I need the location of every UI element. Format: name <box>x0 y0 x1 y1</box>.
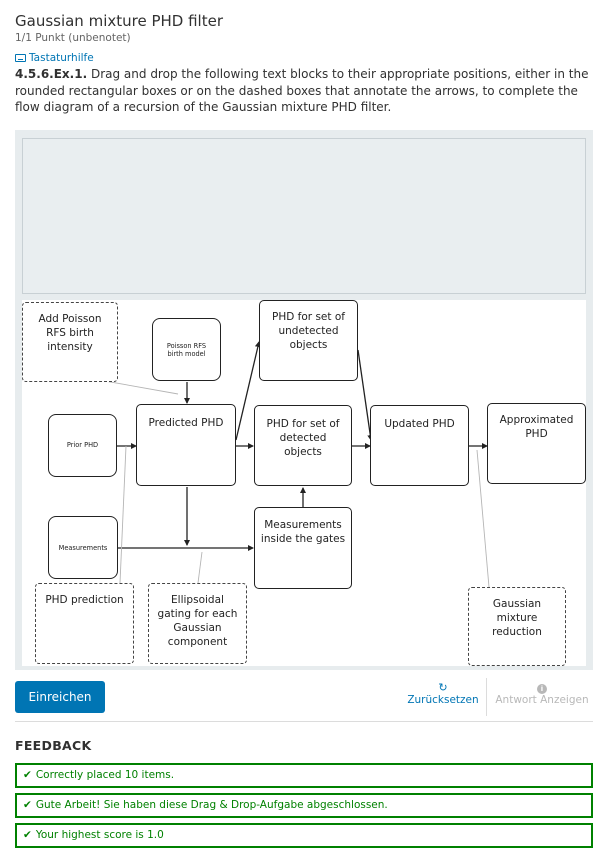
gm-reduction-line2: mixture <box>496 612 538 624</box>
question-number: 4.5.6.Ex.1. <box>15 67 88 81</box>
add-poisson-birth-box[interactable]: Add Poisson RFS birth intensity <box>22 302 118 382</box>
detected-line2: detected <box>279 432 327 444</box>
submit-button[interactable]: Einreichen <box>15 681 105 713</box>
prior-phd-label: Prior PHD <box>66 441 99 449</box>
add-poisson-line2: RFS birth <box>46 327 94 339</box>
feedback-item: ✔Correctly placed 10 items. <box>15 763 593 788</box>
ellipsoidal-line3: Gaussian <box>173 622 222 634</box>
approximated-line1: Approximated <box>499 414 574 426</box>
approximated-phd-box[interactable]: Approximated PHD <box>487 403 586 484</box>
feedback-item: ✔Your highest score is 1.0 <box>15 823 593 848</box>
keyboard-icon <box>15 54 26 62</box>
updated-phd-box[interactable]: Updated PHD <box>370 405 469 486</box>
approximated-line2: PHD <box>525 428 548 440</box>
add-poisson-line1: Add Poisson <box>38 313 102 325</box>
prior-phd-box[interactable]: Prior PHD <box>48 414 117 477</box>
gm-reduction-box[interactable]: Gaussian mixture reduction <box>468 587 566 666</box>
refresh-icon: ↻ <box>438 681 448 694</box>
show-answer-label: Antwort Anzeigen <box>495 694 589 706</box>
check-icon: ✔ <box>23 799 32 811</box>
feedback-text: Your highest score is 1.0 <box>35 829 164 841</box>
controls-divider <box>486 678 487 716</box>
keyboard-help-link[interactable]: Tastaturhilfe <box>15 52 94 64</box>
phd-detected-box[interactable]: PHD for set of detected objects <box>254 405 352 486</box>
ellipsoidal-line1: Ellipsoidal <box>171 594 224 606</box>
poisson-birth-model-box[interactable]: Poisson RFS birth model <box>152 318 221 381</box>
keyboard-help-label: Tastaturhilfe <box>29 52 94 64</box>
measurements-label: Measurements <box>58 544 108 552</box>
item-tray <box>22 138 586 294</box>
feedback-text: Gute Arbeit! Sie haben diese Drag & Drop… <box>35 799 388 811</box>
measurements-box[interactable]: Measurements <box>48 516 118 579</box>
detected-line3: objects <box>284 446 322 458</box>
feedback-text: Correctly placed 10 items. <box>35 769 175 781</box>
undetected-line1: PHD for set of <box>272 311 345 323</box>
reset-button[interactable]: ↻ Zurücksetzen <box>405 681 481 707</box>
phd-prediction-box[interactable]: PHD prediction <box>35 583 134 664</box>
undetected-line3: objects <box>289 339 328 351</box>
points-label: 1/1 Punkt (unbenotet) <box>15 32 131 44</box>
measurements-gates-box[interactable]: Measurements inside the gates <box>254 507 352 589</box>
info-icon: i <box>537 684 547 694</box>
ellipsoidal-line4: component <box>167 636 228 648</box>
meas-gates-line2: inside the gates <box>260 533 346 545</box>
question-text: 4.5.6.Ex.1. Drag and drop the following … <box>15 66 595 116</box>
feedback-item: ✔Gute Arbeit! Sie haben diese Drag & Dro… <box>15 793 593 818</box>
show-answer-button[interactable]: i Antwort Anzeigen <box>494 682 590 706</box>
detected-line1: PHD for set of <box>266 418 340 430</box>
undetected-line2: undetected <box>278 325 339 337</box>
predicted-phd-box[interactable]: Predicted PHD <box>136 404 236 486</box>
ellipsoidal-gating-box[interactable]: Ellipsoidal gating for each Gaussian com… <box>148 583 247 664</box>
check-icon: ✔ <box>23 769 32 781</box>
add-poisson-line3: intensity <box>47 341 93 353</box>
phd-undetected-box[interactable]: PHD for set of undetected objects <box>259 300 358 381</box>
gm-reduction-line3: reduction <box>492 626 542 638</box>
poisson-model-line1: Poisson RFS <box>166 342 207 350</box>
meas-gates-line1: Measurements <box>264 519 342 531</box>
predicted-phd-label: Predicted PHD <box>148 417 224 429</box>
divider <box>15 721 593 722</box>
ellipsoidal-line2: gating for each <box>157 608 238 620</box>
question-body: Drag and drop the following text blocks … <box>15 67 589 114</box>
reset-label: Zurücksetzen <box>407 694 479 706</box>
poisson-model-line2: birth model <box>167 350 206 358</box>
updated-phd-label: Updated PHD <box>384 418 455 430</box>
feedback-title: FEEDBACK <box>15 738 92 753</box>
gm-reduction-line1: Gaussian <box>492 598 542 610</box>
page-title: Gaussian mixture PHD filter <box>15 12 224 30</box>
check-icon: ✔ <box>23 829 32 841</box>
phd-prediction-label: PHD prediction <box>45 594 124 606</box>
